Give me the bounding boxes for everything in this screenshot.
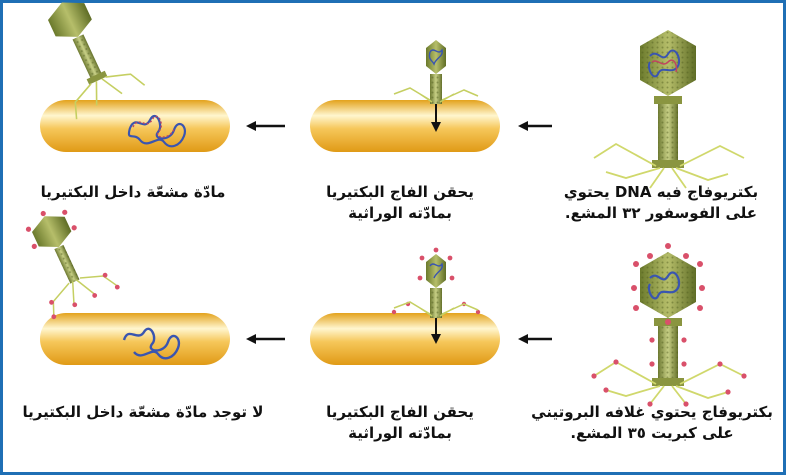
arrow-left-icon xyxy=(518,121,552,131)
bacterium-icon xyxy=(310,313,500,365)
arrow-left-icon xyxy=(518,334,552,344)
caption-row2-right: بكتريوفاج يحتوي غلافه البروتيني على كبري… xyxy=(526,402,778,444)
bacterium-icon xyxy=(40,313,230,365)
caption-line: بمادّته الوراثية xyxy=(300,423,500,444)
caption-row2-middle: يحقن الفاج البكتيريا بمادّته الوراثية xyxy=(300,402,500,444)
caption-line: بمادّته الوراثية xyxy=(300,203,500,224)
caption-row1-left: مادّة مشعّة داخل البكتيريا xyxy=(28,182,238,203)
caption-row1-middle: يحقن الفاج البكتيريا بمادّته الوراثية xyxy=(300,182,500,224)
caption-line: على الفوسفور ٣٢ المشع. xyxy=(546,203,776,224)
bacterium-icon xyxy=(310,100,500,152)
arrow-left-icon xyxy=(246,334,285,344)
caption-line: يحقن الفاج البكتيريا xyxy=(300,402,500,423)
caption-line: على كبريت ٣٥ المشع. xyxy=(526,423,778,444)
caption-line: بكتريوفاج فيه DNA يحتوي xyxy=(546,182,776,203)
caption-row1-right: بكتريوفاج فيه DNA يحتوي على الفوسفور ٣٢ … xyxy=(546,182,776,224)
bacteriophage-icon xyxy=(591,243,746,407)
caption-line: بكتريوفاج يحتوي غلافه البروتيني xyxy=(526,402,778,423)
bacteriophage-icon xyxy=(594,30,744,188)
bacteriophage-icon xyxy=(9,195,120,320)
caption-line: يحقن الفاج البكتيريا xyxy=(300,182,500,203)
caption-row2-left: لا توجد مادّة مشعّة داخل البكتيريا xyxy=(8,402,278,423)
arrow-left-icon xyxy=(246,121,285,131)
bacterium-icon xyxy=(40,100,230,152)
